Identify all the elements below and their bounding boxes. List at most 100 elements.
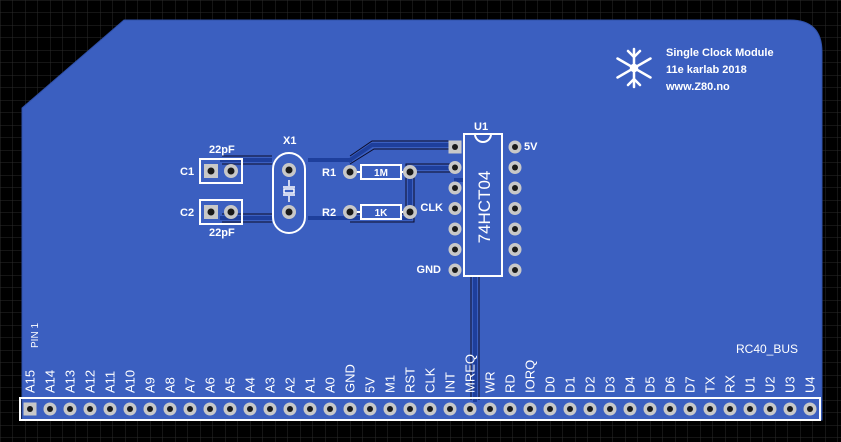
u1-pin-5 <box>448 222 462 236</box>
bus-pin <box>543 402 557 416</box>
bus-pin <box>363 402 377 416</box>
bus-pin <box>783 402 797 416</box>
u1-pin-4 <box>448 202 462 215</box>
board-subtitle: 11e karlab 2018 <box>666 64 747 76</box>
c2-ref: C2 <box>180 207 194 219</box>
bus-pads <box>23 402 817 416</box>
u1-pin-1 <box>448 140 462 154</box>
bus-pin <box>23 402 37 416</box>
u1-ref: U1 <box>474 121 488 133</box>
bus-pin-label: A2 <box>283 377 298 393</box>
c2-value: 22pF <box>209 227 235 239</box>
bus-pin <box>503 402 517 416</box>
r2-ref: R2 <box>322 207 336 219</box>
bus-pin-label: A4 <box>243 377 258 393</box>
bus-pin-label: A14 <box>43 370 58 393</box>
pin-label-clk: CLK <box>420 202 443 214</box>
u1-pin-13 <box>508 161 522 174</box>
bus-pin <box>623 402 637 416</box>
x1-outline <box>272 152 306 234</box>
board-title: Single Clock Module <box>666 47 774 59</box>
u1-value: 74HCT04 <box>475 171 494 244</box>
bus-pin <box>203 402 217 416</box>
x1-ref: X1 <box>283 135 296 147</box>
u1-pin-8 <box>508 263 522 277</box>
bus-pin-label: U1 <box>743 376 758 393</box>
bus-pin <box>703 402 717 416</box>
c1-value: 22pF <box>209 144 235 156</box>
bus-pin-label: A11 <box>103 371 118 393</box>
bus-pin <box>563 402 577 416</box>
c2-outline <box>199 199 243 225</box>
bus-pin-label: A12 <box>83 370 98 393</box>
pin-label-gnd: GND <box>417 264 442 276</box>
board <box>21 19 823 421</box>
bus-pin <box>683 402 697 416</box>
bus-pin <box>603 402 617 416</box>
bus-pin-label: D6 <box>663 376 678 393</box>
bus-pin-label: A5 <box>223 377 238 393</box>
bus-pin <box>763 402 777 416</box>
bus-pin <box>403 402 417 416</box>
bus-pin-label: RX <box>723 375 738 393</box>
bus-pin-label: A8 <box>163 377 178 393</box>
u1-pin-7 <box>448 263 462 277</box>
bus-pin <box>303 402 317 416</box>
c1-ref: C1 <box>180 166 194 178</box>
u1-pin-11 <box>508 202 522 215</box>
bus-pin-label: CLK <box>423 367 438 393</box>
bus-pin-label: A1 <box>303 377 318 393</box>
bus-pin-label: RST <box>403 367 418 393</box>
c1-outline <box>199 158 243 184</box>
bus-pin <box>343 402 357 416</box>
snowflake-icon <box>616 47 652 89</box>
c1-pads <box>204 164 238 178</box>
bus-pin <box>483 402 497 416</box>
bus-pin-label: D4 <box>623 376 638 393</box>
bus-pin <box>243 402 257 416</box>
bus-pin-label: GND <box>343 364 358 393</box>
bus-pin <box>83 402 97 416</box>
bus-pin-label: MREQ <box>463 354 478 393</box>
bus-pin <box>223 402 237 416</box>
bus-pin-label: A0 <box>323 377 338 393</box>
bus-pin-label: 5V <box>363 377 378 393</box>
bus-pin-label: D7 <box>683 376 698 393</box>
bus-pin <box>283 402 297 416</box>
r1-pads <box>343 165 417 179</box>
bus-pin <box>583 402 597 416</box>
bus-pin <box>323 402 337 416</box>
bus-pin <box>743 402 757 416</box>
u1-pin-10 <box>508 222 522 236</box>
u1-pin-3 <box>448 181 462 195</box>
u1-pin-14 <box>508 140 522 154</box>
bus-pin-label: A6 <box>203 377 218 393</box>
bus-pin <box>463 402 477 416</box>
bus-pin <box>643 402 657 416</box>
bus-pin-label: D2 <box>583 376 598 393</box>
bus-pin-label: IORQ <box>523 360 538 393</box>
x1-pads <box>282 163 296 219</box>
bus-pin <box>803 402 817 416</box>
u1-body <box>463 133 503 277</box>
bus-header-outline <box>19 397 821 421</box>
bus-pin-label: A9 <box>143 377 158 393</box>
bus-pin-label: RD <box>503 374 518 393</box>
bus-pin <box>263 402 277 416</box>
bus-pin-label: A13 <box>63 370 78 393</box>
u1-pin-12 <box>508 181 522 195</box>
r1-body <box>360 164 402 180</box>
bus-pin-label: TX <box>703 376 718 393</box>
bus-pin-label: M1 <box>383 375 398 393</box>
bus-pin <box>523 402 537 416</box>
bus-pin-label: U2 <box>763 376 778 393</box>
bus-pin-label: D3 <box>603 376 618 393</box>
r2-pads <box>343 205 417 219</box>
r1-value: 1M <box>374 168 388 179</box>
r2-body <box>360 204 402 220</box>
bus-pin <box>103 402 117 416</box>
board-url: www.Z80.no <box>665 81 730 93</box>
bus-pin-label: A10 <box>123 370 138 393</box>
bus-pin <box>443 402 457 416</box>
